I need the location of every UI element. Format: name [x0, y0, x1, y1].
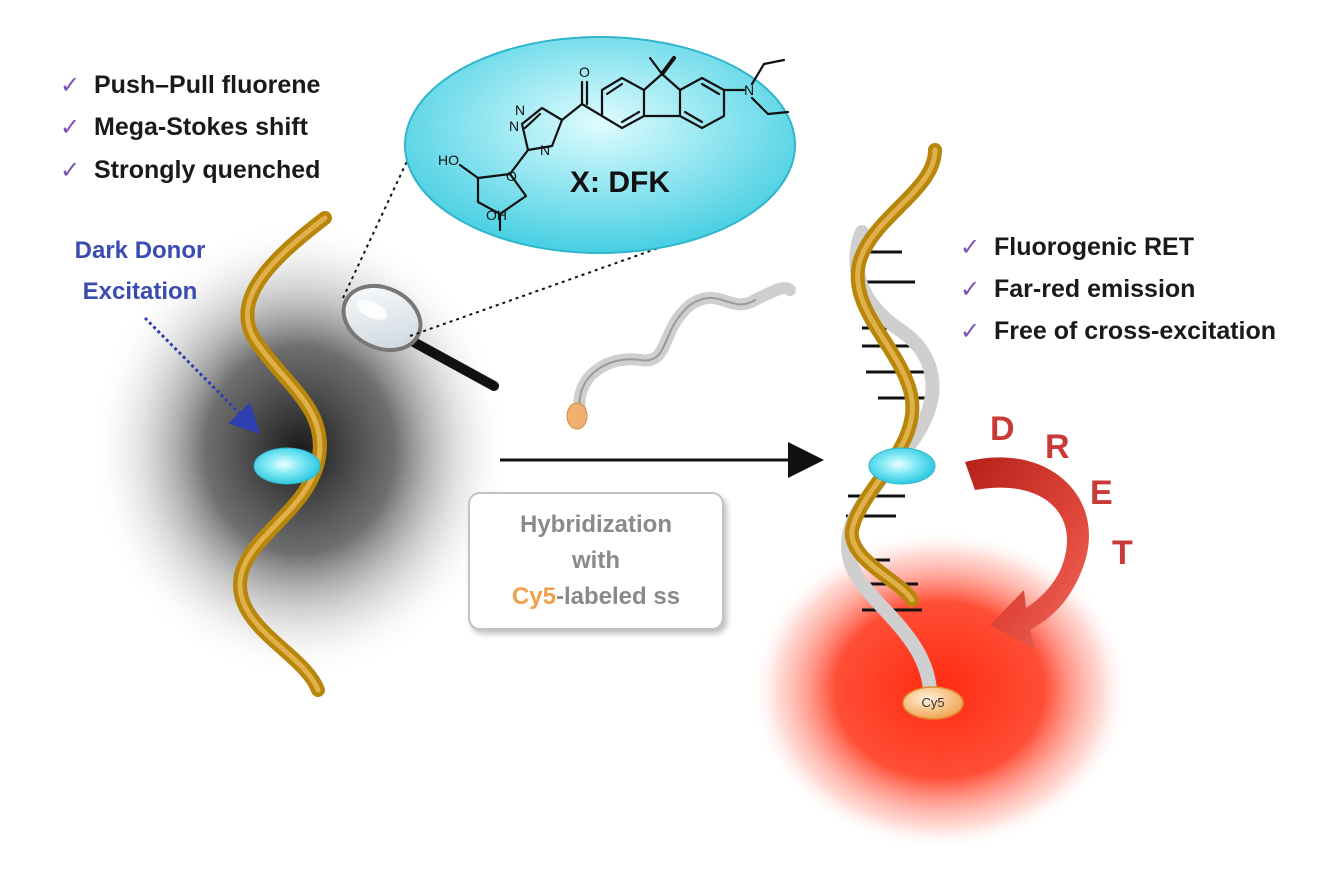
dfk-label: X: DFK — [570, 166, 670, 199]
hyb-line1: Hybridization — [519, 511, 672, 538]
feature-text: Free of cross-excitation — [994, 316, 1277, 345]
left-feature-item: ✓ Mega-Stokes shift — [60, 107, 320, 150]
hyb-cy5: Cy5 — [511, 583, 556, 610]
check-icon: ✓ — [60, 114, 81, 142]
feature-text: Push–Pull fluorene — [94, 70, 321, 99]
excitation-arrow — [143, 316, 261, 435]
dark-donor-excitation-label: Dark Donor Excitation — [40, 230, 240, 312]
dret-letter-t: T — [1112, 534, 1133, 572]
left-feature-list: ✓ Push–Pull fluorene ✓ Mega-Stokes shift ✓… — [60, 64, 320, 192]
hyb-line3: Cy5-labeled ss — [470, 579, 722, 615]
duplex-gold-shade — [849, 147, 938, 603]
right-dfk-balloon — [868, 447, 936, 485]
structure-bubble — [404, 36, 796, 254]
dfk-structure — [458, 56, 790, 232]
atom-carbonyl-o: O — [579, 64, 590, 80]
dret-letter-e: E — [1090, 474, 1113, 512]
dret-letter-r: R — [1045, 428, 1070, 466]
check-icon: ✓ — [960, 317, 981, 345]
ss-cy5-dot — [566, 402, 588, 430]
cy5-bead — [902, 686, 964, 720]
feature-text: Strongly quenched — [94, 155, 321, 184]
right-feature-item: ✓ Fluorogenic RET — [960, 226, 1276, 268]
right-feature-item: ✓ Far-red emission — [960, 268, 1276, 310]
cy5-tag: Cy5 — [921, 695, 945, 710]
feature-text: Mega-Stokes shift — [94, 113, 308, 142]
right-feature-item: ✓ Free of cross-excitation — [960, 310, 1276, 352]
feature-text: Far-red emission — [994, 274, 1196, 303]
zoom-line-bottom — [409, 227, 716, 337]
hyb-line2: with — [572, 547, 620, 574]
left-feature-item: ✓ Strongly quenched — [60, 149, 320, 192]
feature-text: Fluorogenic RET — [994, 232, 1194, 261]
left-feature-item: ✓ Push–Pull fluorene — [60, 64, 320, 107]
check-icon: ✓ — [60, 71, 81, 99]
check-icon: ✓ — [960, 233, 981, 261]
atom-n1: N — [515, 102, 526, 118]
hybridization-box: Hybridization with Cy5-labeled ss — [468, 492, 724, 630]
atom-amine-n: N — [744, 82, 755, 98]
hyb-rest: -labeled ss — [555, 583, 681, 610]
check-icon: ✓ — [60, 156, 81, 184]
donor-label-line2: Excitation — [82, 278, 198, 305]
left-dfk-balloon — [253, 447, 321, 485]
donor-label-line1: Dark Donor — [74, 237, 206, 264]
dret-letter-d: D — [990, 410, 1015, 448]
atom-oh: OH — [486, 207, 507, 223]
atom-ho: HO — [438, 152, 459, 168]
check-icon: ✓ — [960, 275, 981, 303]
magnifier-icon — [341, 283, 499, 391]
atom-n3: N — [540, 142, 551, 158]
gray-ss-strand — [573, 282, 796, 416]
atom-n2: N — [509, 118, 520, 134]
gray-ss-shade — [578, 296, 756, 411]
right-feature-list: ✓ Fluorogenic RET ✓ Far-red emission ✓ Free… — [960, 226, 1276, 352]
dret-arc-arrow — [965, 457, 1089, 650]
atom-ring-o: O — [506, 168, 517, 184]
